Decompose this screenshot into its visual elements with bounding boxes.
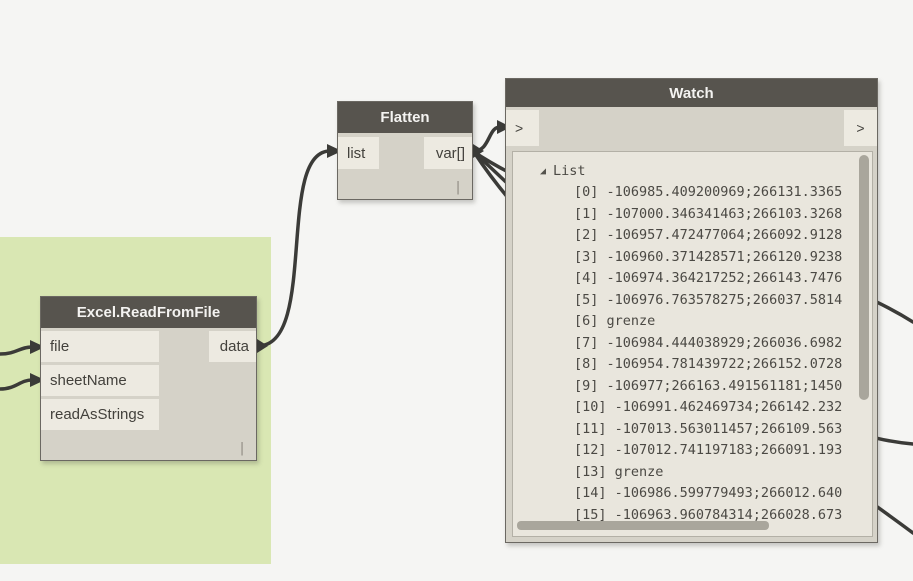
watch-input-port[interactable]: > (506, 110, 539, 146)
wire-arrowhead (30, 373, 45, 387)
wire-arrowhead (497, 120, 511, 134)
wire-arrowhead (30, 340, 45, 354)
watch-tree-root: ◢ List (513, 161, 872, 182)
vertical-scrollbar-thumb[interactable] (859, 155, 869, 400)
port-label: list (347, 144, 366, 162)
wire-to-file-input[interactable] (0, 345, 34, 356)
watch-list-item: [12] -107012.741197183;266091.193 (574, 442, 843, 458)
watch-list-item: [2] -106957.472477064;266092.9128 (574, 227, 843, 243)
watch-list-item: [10] -106991.462469734;266142.232 (574, 399, 843, 415)
node-excel-readfromfile[interactable]: Excel.ReadFromFile file sheetName readAs… (40, 296, 257, 461)
port-label: file (50, 338, 70, 355)
watch-output-port[interactable]: > (844, 110, 877, 146)
wire-arrowhead (327, 144, 342, 158)
watch-list-item: [9] -106977;266163.491561181;1450 (574, 377, 843, 394)
watch-list-item: [14] -106986.599779493;266012.640 (574, 485, 843, 501)
port-label: > (515, 120, 524, 136)
output-port-data[interactable]: data (209, 331, 256, 362)
node-title-bar[interactable]: Flatten (338, 102, 472, 133)
input-port-readasstrings[interactable]: readAsStrings (41, 399, 159, 430)
output-port-var[interactable]: var[] (424, 137, 472, 169)
port-label: sheetName (50, 372, 127, 389)
watch-value-list: ◢List [0] -106985.409200969;266131.3365[… (512, 151, 873, 537)
node-title-bar[interactable]: Watch (506, 79, 877, 107)
watch-list-item: [8] -106954.781439722;266152.0728 (574, 356, 843, 372)
collapse-triangle-icon[interactable]: ◢ (540, 166, 547, 177)
input-port-sheetname[interactable]: sheetName (41, 365, 159, 396)
node-title: Watch (669, 84, 714, 102)
watch-list-item: [4] -106974.364217252;266143.7476 (574, 270, 843, 286)
node-title: Flatten (380, 109, 430, 126)
input-port-file[interactable]: file (41, 331, 159, 362)
watch-list-item: [0] -106985.409200969;266131.3365 (574, 184, 843, 200)
port-label: var[] (435, 144, 465, 162)
node-title: Excel.ReadFromFile (76, 304, 221, 321)
watch-list-item: [6] grenze (574, 313, 656, 329)
port-label: data (219, 338, 249, 355)
watch-list-item: [15] -106963.960784314;266028.673 (574, 506, 843, 523)
watch-items: [0] -106985.409200969;266131.3365 [1] -10… (513, 182, 872, 526)
input-port-list[interactable]: list (338, 137, 379, 169)
watch-list-item: [5] -106976.763578275;266037.5814 (574, 291, 843, 308)
lacing-indicator[interactable]: | (238, 441, 246, 456)
output-nub-data[interactable] (257, 339, 268, 353)
lacing-indicator[interactable]: | (454, 180, 462, 195)
watch-list-item: [7] -106984.444038929;266036.6982 (574, 334, 843, 351)
wire-data-to-list[interactable] (256, 149, 332, 348)
port-label: readAsStrings (50, 406, 145, 423)
node-watch[interactable]: Watch > > ◢ List [0] -106985.409200969;26… (505, 78, 878, 543)
watch-list-item: [13] grenze (574, 463, 664, 480)
wire-to-sheetname-input[interactable] (0, 378, 34, 391)
node-flatten[interactable]: Flatten list var[] | (337, 101, 473, 200)
watch-list-item: [11] -107013.563011457;266109.563 (574, 420, 843, 437)
tree-root-label: List (553, 163, 586, 179)
port-label: > (856, 120, 865, 136)
horizontal-scrollbar-thumb[interactable] (517, 521, 769, 530)
watch-list-item: [1] -107000.346341463;266103.3268 (574, 205, 843, 222)
watch-list-item: [3] -106960.371428571;266120.9238 (574, 248, 843, 265)
node-title-bar[interactable]: Excel.ReadFromFile (41, 297, 256, 328)
